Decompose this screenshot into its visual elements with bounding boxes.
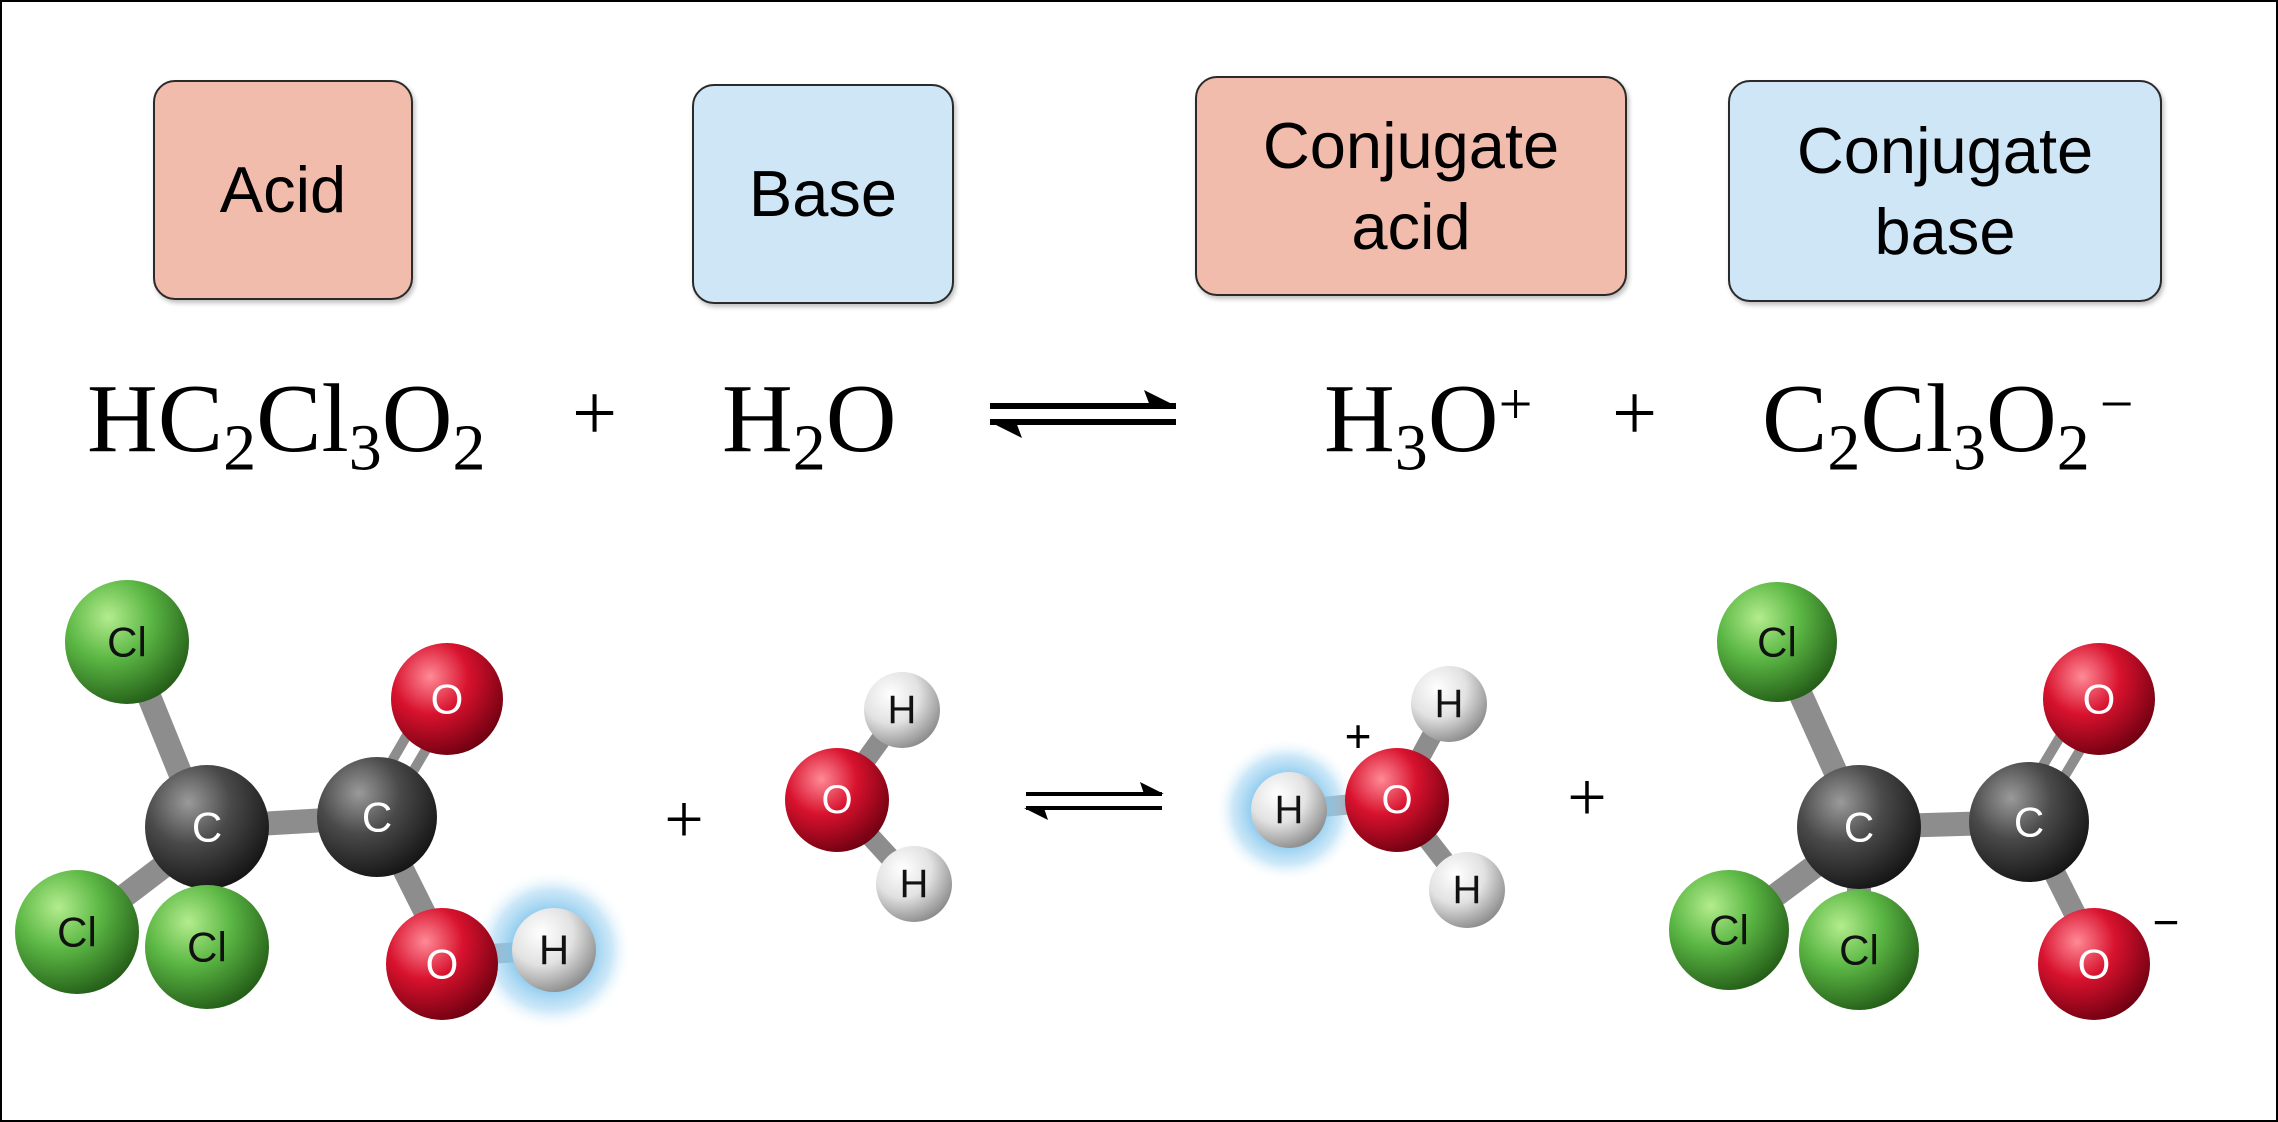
base-label: Base (748, 157, 898, 231)
atom-label: O (2078, 941, 2111, 988)
anion-charge: − (2153, 896, 2180, 948)
chlorine-atom (1799, 890, 1919, 1010)
carbon-atom (145, 765, 269, 889)
chlorine-atom (1669, 870, 1789, 990)
hydronium-model: H O H H + (1215, 666, 1505, 928)
chlorine-atom (15, 870, 139, 994)
atom-label: C (362, 794, 392, 841)
hydrogen-atom (864, 672, 940, 748)
carbon-atom (1969, 762, 2089, 882)
conjugate-base-formula: C2Cl3O2− (1762, 365, 2134, 485)
atom-label: O (821, 778, 852, 822)
atom-label: Cl (1757, 619, 1797, 666)
oxygen-atom (2038, 908, 2150, 1020)
equilibrium-arrows-icon (990, 390, 1176, 438)
water-model: H O H (785, 672, 952, 922)
acid-formula: HC2Cl3O2 (87, 365, 486, 485)
hydronium-charge: + (1345, 710, 1372, 762)
acid-label-box: Acid (153, 80, 413, 300)
conjugate-acid-formula: H3O+ (1324, 365, 1533, 485)
atom-label: H (539, 927, 569, 974)
atom-label: H (1275, 788, 1304, 832)
oxygen-atom (386, 908, 498, 1020)
atom-label: H (900, 862, 929, 906)
carbon-atom (317, 757, 437, 877)
atom-label: H (888, 688, 917, 732)
oxygen-atom (2043, 643, 2155, 755)
atom-label: H (1453, 868, 1482, 912)
conjugate-acid-label-line2: acid (1351, 190, 1471, 263)
atom-label: O (1381, 778, 1412, 822)
hydrogen-atom (1251, 772, 1327, 848)
atom-label: Cl (187, 924, 227, 971)
model-equilibrium-arrows-icon (1024, 782, 1164, 820)
atom-label: C (2014, 799, 2044, 846)
conjugate-acid-label-line1: Conjugate (1262, 108, 1560, 182)
conjugate-base-label-line1: Conjugate (1796, 113, 2094, 187)
equation-plus-left: + (572, 370, 618, 458)
conjugate-base-label-line2: base (1874, 195, 2016, 268)
chlorine-atom (65, 580, 189, 704)
base-formula: H2O (722, 365, 897, 485)
acid-label: Acid (219, 153, 347, 227)
model-plus-left: + (664, 782, 703, 859)
conjugate-base-label-box: Conjugate base (1728, 80, 2162, 302)
conjugate-acid-label-box: Conjugate acid (1195, 76, 1627, 296)
hydrogen-atom (512, 908, 596, 992)
carbon-atom (1797, 765, 1921, 889)
chlorine-atom (145, 885, 269, 1009)
atom-label: C (192, 804, 222, 851)
atom-label: O (2083, 676, 2116, 723)
oxygen-atom (1345, 748, 1449, 852)
atom-label: Cl (1839, 927, 1879, 974)
equation-plus-right: + (1612, 370, 1658, 458)
base-label-box: Base (692, 84, 954, 304)
hydrogen-atom (1429, 852, 1505, 928)
hydrogen-atom (876, 846, 952, 922)
chlorine-atom (1717, 582, 1837, 702)
atom-label: H (1435, 682, 1464, 726)
atom-label: Cl (1709, 907, 1749, 954)
atom-label: Cl (57, 909, 97, 956)
trichloroacetate-model: Cl O C C Cl Cl O − (1669, 582, 2179, 1020)
hydrogen-atom (1411, 666, 1487, 742)
oxygen-atom (391, 643, 503, 755)
trichloroacetic-acid-model: Cl O C C Cl Cl O H (15, 580, 632, 1030)
atom-label: O (426, 941, 459, 988)
oxygen-atom (785, 748, 889, 852)
model-plus-right: + (1567, 760, 1606, 837)
atom-label: O (431, 676, 464, 723)
atom-label: Cl (107, 619, 147, 666)
atom-label: C (1844, 804, 1874, 851)
